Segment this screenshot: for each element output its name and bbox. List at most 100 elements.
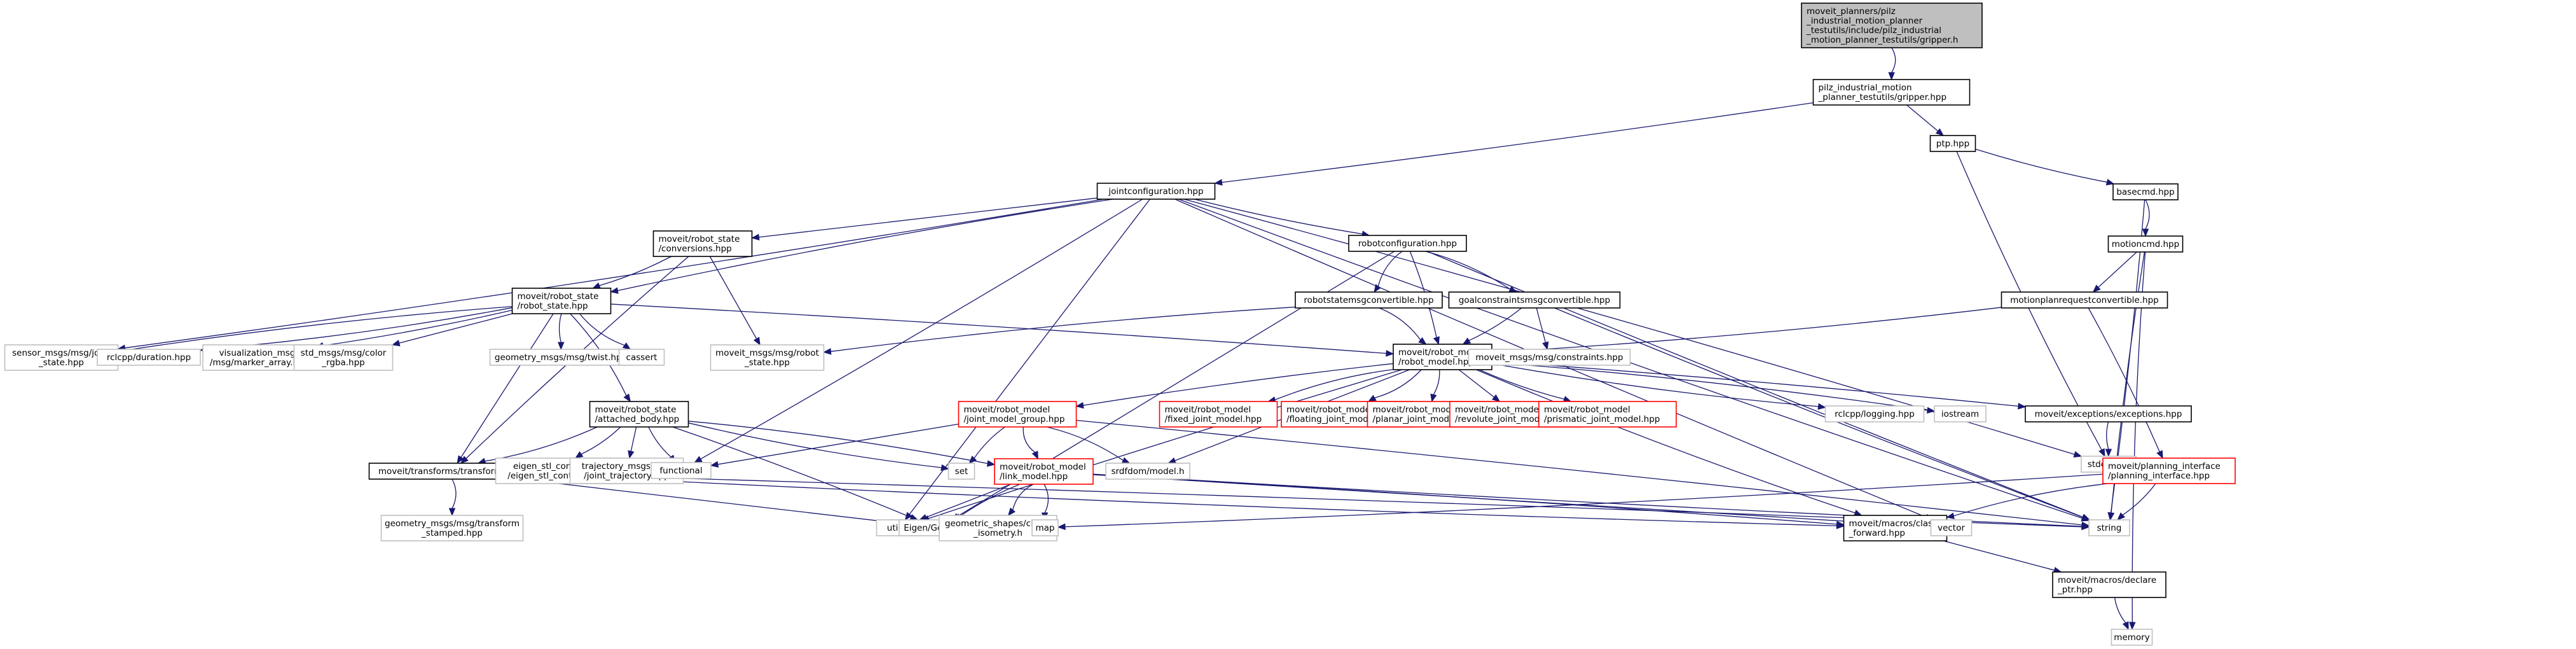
node-srdf-model: srdfdom/model.h (1105, 463, 1190, 480)
node-gripper-h[interactable]: moveit_planners/pilz_industrial_motion_p… (1801, 3, 1983, 48)
arrowhead-icon (2107, 512, 2115, 521)
edge-line (1274, 369, 1394, 400)
edge-line (688, 421, 988, 464)
node-joint-model-group[interactable]: moveit/robot_model/joint_model_group.hpp (958, 401, 1077, 428)
node-robotconfiguration[interactable]: robotconfiguration.hpp (1348, 235, 1467, 252)
edge-line (520, 478, 893, 523)
arrowhead-icon (753, 337, 761, 346)
node-goalconstraintsmsgconvertible[interactable]: goalconstraintsmsgconvertible.hpp (1448, 291, 1621, 309)
node-box (1929, 135, 1976, 152)
arrowhead-icon (1946, 512, 1955, 519)
node-jointconfiguration[interactable]: jointconfiguration.hpp (1096, 183, 1216, 200)
node-box (652, 230, 753, 257)
edge-line (1491, 363, 1819, 407)
edge-line (2114, 597, 2126, 624)
edge-gripper_hpp-to-ptp (1906, 104, 1945, 136)
edge-line (617, 199, 1113, 291)
node-gripper-hpp[interactable]: pilz_industrial_motion_planner_testutils… (1812, 79, 1971, 106)
node-box (380, 515, 524, 541)
edge-line (1377, 251, 1403, 287)
node-basecmd[interactable]: basecmd.hpp (2112, 183, 2179, 200)
arrowhead-icon (2156, 450, 2163, 459)
node-fixed-joint-model[interactable]: moveit/robot_model/fixed_joint_model.hpp (1159, 401, 1278, 428)
node-label: moveit/macros/class (1849, 519, 1938, 529)
edge-line (1478, 369, 1565, 400)
node-label: cassert (626, 352, 658, 363)
arrowhead-icon (1121, 457, 1131, 464)
edge-robot_model-to-logging (1491, 363, 1826, 410)
node-box (1538, 401, 1677, 428)
node-label: /joint_model_group.hpp (964, 414, 1065, 424)
node-attached-body[interactable]: moveit/robot_state/attached_body.hpp (589, 401, 689, 428)
node-memory: memory (2111, 629, 2153, 646)
node-label: moveit/robot_model (1544, 405, 1630, 415)
node-box (2112, 183, 2179, 200)
node-conversions[interactable]: moveit/robot_state/conversions.hpp (652, 230, 753, 257)
edge-line (1076, 419, 2083, 526)
edge-robot_state-to-transforms (457, 313, 554, 464)
node-ptp[interactable]: ptp.hpp (1929, 135, 1976, 152)
node-label: /prismatic_joint_model.hpp (1544, 414, 1660, 424)
arrowhead-icon (694, 456, 703, 463)
node-declare-ptr[interactable]: moveit/macros/declare_ptr.hpp (2052, 571, 2166, 598)
node-logging: rclcpp/logging.hpp (1824, 405, 1925, 422)
arrowhead-icon (1167, 457, 1176, 464)
edge-line (1064, 473, 2104, 527)
node-label: /robot_model.hpp (1398, 357, 1474, 367)
node-class-forward[interactable]: moveit/macros/class_forward.hpp (1843, 515, 1948, 541)
edge-joint_model_group-to-link_model (1023, 426, 1038, 460)
node-label: _motion_planner_testutils/gripper.h (1806, 35, 1958, 45)
node-label: rclcpp/logging.hpp (1835, 409, 1915, 419)
node-box (511, 288, 612, 314)
nodes-layer: moveit_planners/pilz_industrial_motion_p… (4, 3, 2236, 646)
edge-line (460, 313, 554, 458)
arrowhead-icon (1430, 393, 1437, 403)
arrowhead-icon (1492, 394, 1501, 402)
node-prismatic-joint-model[interactable]: moveit/robot_model/prismatic_joint_model… (1538, 401, 1677, 428)
node-label: moveit/robot_state (659, 234, 740, 244)
node-motionplanrequestconvertible[interactable]: motionplanrequestconvertible.hpp (2001, 291, 2168, 309)
node-label: /planning_interface.hpp (2108, 471, 2210, 481)
edge-line (926, 484, 1012, 518)
edge-jointconfiguration-to-conversions (751, 197, 1098, 241)
edge-goalconstraintsmsgconvertible-to-constraints (1536, 307, 1549, 351)
arrowhead-icon (610, 287, 619, 294)
edge-line (1943, 540, 2055, 571)
edge-motionplanrequestconvertible-to-robot_model (1491, 307, 2002, 356)
node-box (1031, 519, 1059, 536)
node-robotstatemsgconvertible[interactable]: robotstatemsgconvertible.hpp (1295, 291, 1443, 309)
node-box (1930, 519, 1973, 536)
node-link-model[interactable]: moveit/robot_model/link_model.hpp (994, 458, 1094, 485)
arrowhead-icon (2081, 523, 2090, 531)
node-label: geometry_msgs/msg/twist.hpp (495, 352, 627, 363)
node-box (1096, 183, 1216, 200)
node-label: moveit/robot_model (1455, 405, 1541, 415)
edge-goalconstraintsmsgconvertible-to-string (1554, 307, 2090, 520)
node-vector: vector (1930, 519, 1973, 536)
node-label: _stamped.hpp (421, 528, 483, 538)
node-string: string (2088, 519, 2130, 536)
node-motioncmd[interactable]: motioncmd.hpp (2107, 235, 2184, 253)
node-box (97, 349, 201, 366)
edge-robot_model-to-planar_joint_model (1430, 369, 1440, 403)
edge-robot_model-to-prismatic_joint_model (1478, 369, 1572, 403)
node-exceptions[interactable]: moveit/exceptions/exceptions.hpp (2025, 405, 2192, 422)
node-box (1468, 349, 1631, 366)
arrowhead-icon (1418, 337, 1427, 345)
arrowhead-icon (2122, 621, 2129, 631)
edges-layer (117, 47, 2163, 631)
node-label: moveit/robot_model (1165, 405, 1251, 415)
arrowhead-icon (592, 282, 601, 289)
node-planning-interface[interactable]: moveit/planning_interface/planning_inter… (2102, 457, 2236, 484)
arrowhead-icon (623, 393, 631, 403)
node-duration: rclcpp/duration.hpp (97, 349, 201, 366)
arrowhead-icon (1057, 523, 1066, 531)
edge-line (1433, 369, 1440, 395)
edge-line (1083, 363, 1394, 406)
node-label: memory (2114, 632, 2149, 643)
arrowhead-icon (2018, 403, 2027, 410)
node-robot-state[interactable]: moveit/robot_state/robot_state.hpp (511, 288, 612, 314)
edge-line (1476, 369, 1856, 513)
edge-line (688, 422, 942, 468)
